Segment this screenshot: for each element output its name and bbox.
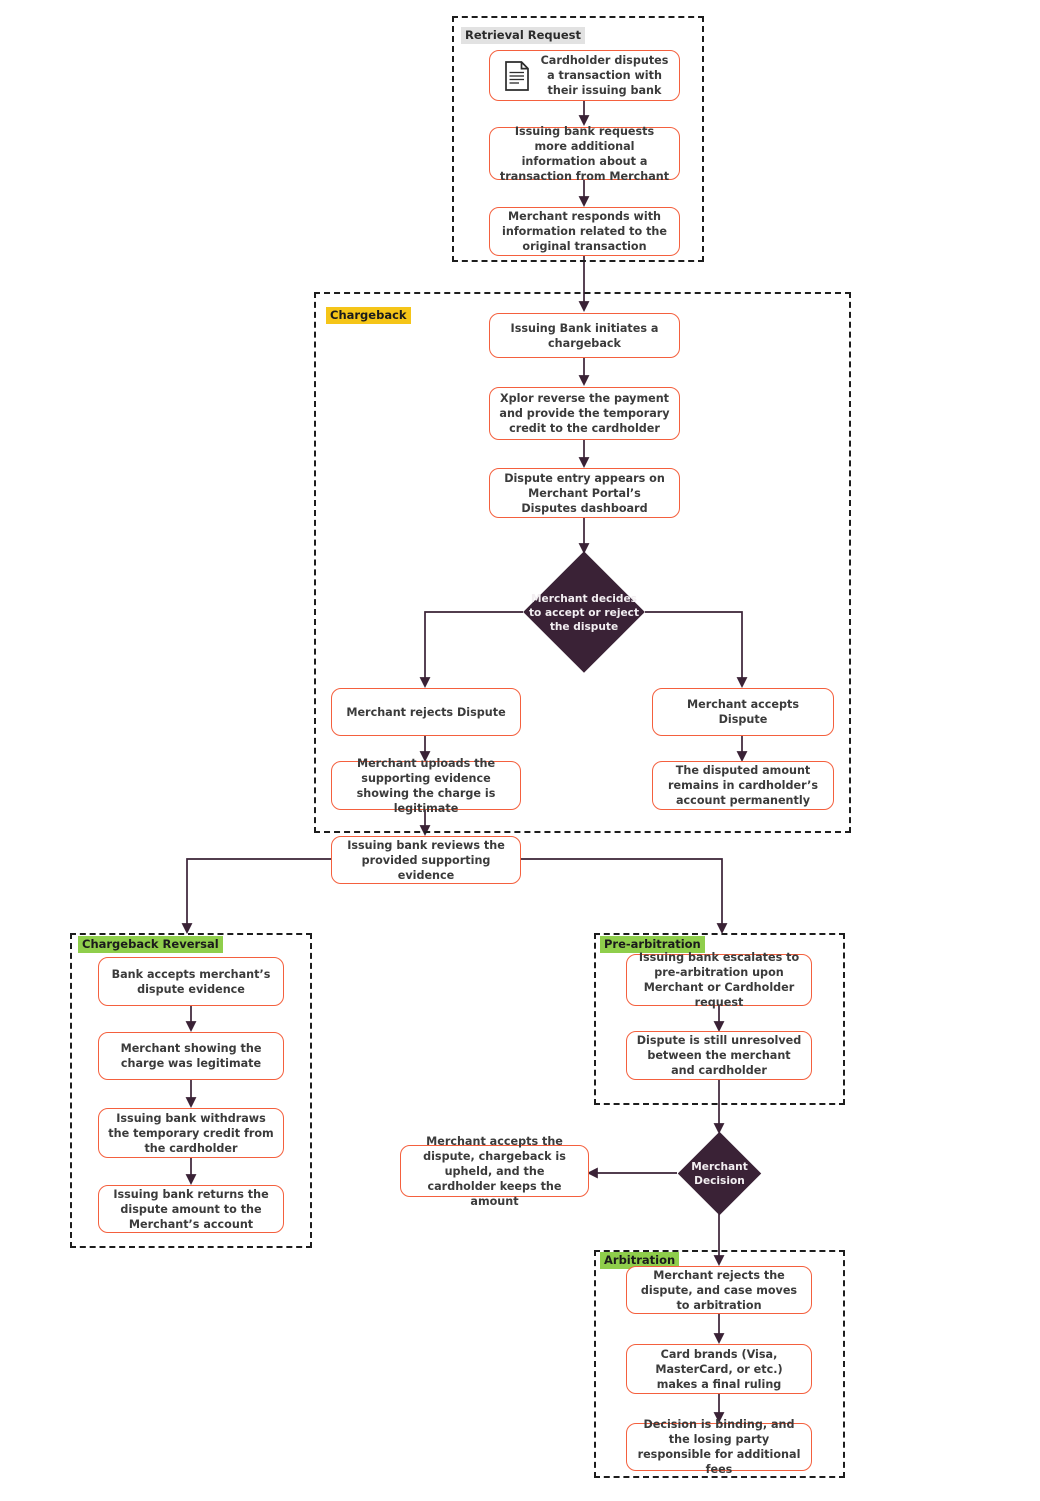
node-bank-reviews-evidence[interactable]: Issuing bank reviews the provided suppor… — [331, 836, 521, 884]
node-dispute-unresolved[interactable]: Dispute is still unresolved between the … — [626, 1031, 812, 1080]
node-label: Issuing bank reviews the provided suppor… — [347, 838, 505, 882]
node-label: Issuing bank withdraws the temporary cre… — [108, 1111, 274, 1155]
node-label: Merchant responds with information relat… — [502, 210, 667, 253]
node-xplor-reverse-payment[interactable]: Xplor reverse the payment and provide th… — [489, 387, 680, 440]
node-decision-binding-fees[interactable]: Decision is binding, and the losing part… — [626, 1418, 812, 1476]
node-card-brands-final-ruling[interactable]: Card brands (Visa, MasterCard, or etc.) … — [626, 1344, 812, 1394]
node-bank-requests-info[interactable]: Issuing bank requests more additional in… — [489, 125, 680, 183]
group-label-chargeback-reversal: Chargeback Reversal — [78, 936, 223, 953]
node-label: Issuing bank requests more additional in… — [499, 124, 670, 183]
group-pre-arbitration — [594, 933, 845, 1105]
node-merchant-rejects-dispute[interactable]: Merchant rejects Dispute — [331, 688, 521, 736]
node-merchant-accepts-chargeback-upheld[interactable]: Merchant accepts the dispute, chargeback… — [400, 1135, 589, 1208]
group-chargeback-reversal — [70, 933, 312, 1248]
node-label: Bank accepts merchant’s dispute evidence — [111, 967, 271, 996]
node-label: Merchant rejects Dispute — [346, 705, 506, 719]
node-amount-remains-cardholder[interactable]: The disputed amount remains in cardholde… — [652, 761, 834, 810]
node-label: Merchant accepts Dispute — [686, 698, 799, 726]
node-label: Merchant rejects the dispute, and case m… — [640, 1268, 798, 1312]
decision-merchant-decision[interactable] — [677, 1131, 762, 1216]
edge-review-prearb — [521, 858, 728, 935]
node-dispute-entry-dashboard[interactable]: Dispute entry appears on Merchant Portal… — [489, 468, 680, 518]
node-label: Issuing bank returns the dispute amount … — [113, 1187, 269, 1231]
node-cardholder-disputes[interactable]: Cardholder disputes a transaction with t… — [489, 50, 680, 101]
group-arbitration — [594, 1250, 845, 1478]
node-bank-initiates-chargeback[interactable]: Issuing Bank initiates a chargeback — [489, 313, 680, 358]
edge-review-reversal — [181, 858, 331, 935]
node-label: Issuing bank escalates to pre-arbitratio… — [638, 951, 800, 1009]
node-merchant-uploads-evidence[interactable]: Merchant uploads the supporting evidence… — [331, 757, 521, 815]
node-merchant-shows-legitimate[interactable]: Merchant showing the charge was legitima… — [98, 1032, 284, 1080]
group-chargeback — [314, 292, 851, 833]
node-merchant-responds[interactable]: Merchant responds with information relat… — [489, 207, 680, 256]
node-label: Dispute is still unresolved between the … — [636, 1034, 802, 1077]
group-label-pre-arbitration: Pre-arbitration — [600, 936, 705, 953]
group-retrieval-request — [452, 16, 704, 262]
group-label-arbitration: Arbitration — [600, 1252, 680, 1269]
node-label: Card brands (Visa, MasterCard, or etc.) … — [655, 1347, 783, 1391]
node-bank-escalates-prearbitration[interactable]: Issuing bank escalates to pre-arbitratio… — [626, 951, 812, 1009]
group-label-chargeback: Chargeback — [326, 307, 411, 324]
node-label: Decision is binding, and the losing part… — [637, 1418, 801, 1476]
node-label: Cardholder disputes a transaction with t… — [540, 54, 669, 97]
node-merchant-rejects-moves-arbitration[interactable]: Merchant rejects the dispute, and case m… — [626, 1266, 812, 1314]
group-label-retrieval-request: Retrieval Request — [461, 27, 585, 44]
node-bank-accepts-evidence[interactable]: Bank accepts merchant’s dispute evidence — [98, 957, 284, 1006]
node-label: Issuing Bank initiates a chargeback — [510, 321, 659, 350]
node-label: Dispute entry appears on Merchant Portal… — [504, 471, 665, 515]
node-bank-withdraws-credit[interactable]: Issuing bank withdraws the temporary cre… — [98, 1108, 284, 1158]
node-label: Merchant accepts the dispute, chargeback… — [423, 1134, 566, 1208]
node-merchant-accepts-dispute[interactable]: Merchant accepts Dispute — [652, 688, 834, 736]
node-label: Xplor reverse the payment and provide th… — [499, 392, 670, 435]
node-label: Merchant uploads the supporting evidence… — [356, 756, 496, 815]
node-bank-returns-amount[interactable]: Issuing bank returns the dispute amount … — [98, 1185, 284, 1233]
document-icon — [504, 60, 530, 91]
node-label: Merchant showing the charge was legitima… — [120, 1042, 262, 1070]
node-label: The disputed amount remains in cardholde… — [667, 764, 819, 807]
